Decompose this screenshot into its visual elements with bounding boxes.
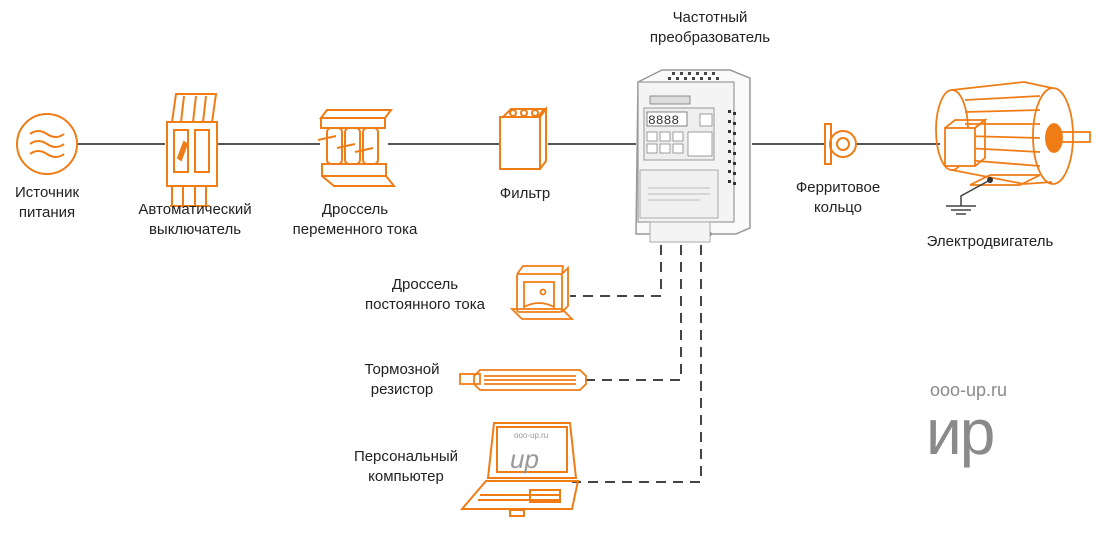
motor-icon bbox=[935, 81, 1091, 186]
label-ferrite-ring: Ферритовое кольцо bbox=[778, 178, 898, 218]
laptop-icon bbox=[459, 422, 580, 517]
label-electric-motor: Электродвигатель bbox=[910, 232, 1070, 252]
label-line: кольцо bbox=[813, 199, 863, 216]
label-dc-reactor: Дроссель постоянного тока bbox=[350, 275, 500, 315]
label-brake-resistor: Тормозной резистор bbox=[352, 360, 452, 400]
label-filter: Фильтр bbox=[480, 184, 570, 204]
frequency-converter-icon: 8888 bbox=[635, 69, 751, 243]
label-line: постоянного тока bbox=[365, 296, 485, 313]
label-line: Дроссель bbox=[391, 276, 459, 293]
dc-reactor-icon bbox=[509, 265, 575, 320]
laptop-screen-logo: ир bbox=[510, 444, 539, 474]
label-circuit-breaker: Автоматический выключатель bbox=[120, 200, 270, 240]
watermark-logo: ир bbox=[926, 396, 995, 468]
label-line: выключатель bbox=[148, 221, 242, 238]
dashed-control-lines bbox=[570, 245, 702, 483]
label-line: питания bbox=[18, 204, 76, 221]
label-power-source: Источник питания bbox=[0, 183, 94, 223]
label-ac-reactor: Дроссель переменного тока bbox=[280, 200, 430, 240]
dashed-line-pc bbox=[572, 245, 702, 483]
brake-resistor-icon bbox=[459, 369, 587, 391]
label-line: резистор bbox=[370, 381, 434, 398]
label-line: Частотный bbox=[672, 9, 748, 26]
ground-icon bbox=[946, 179, 991, 215]
circuit-breaker-icon bbox=[166, 93, 218, 207]
ac-reactor-icon bbox=[317, 109, 397, 187]
label-line: Тормозной bbox=[364, 361, 440, 378]
label-line: Дроссель bbox=[321, 201, 389, 218]
watermark-site: ooo-up.ru bbox=[930, 380, 1008, 400]
label-line: компьютер bbox=[368, 468, 444, 485]
dashed-line-brake-resistor bbox=[583, 245, 682, 381]
label-line: Источник bbox=[14, 184, 80, 201]
dashed-line-dc-reactor bbox=[570, 245, 662, 297]
ac-source-icon bbox=[16, 113, 78, 175]
label-line: Автоматический bbox=[138, 201, 252, 218]
converter-display: 8888 bbox=[648, 113, 679, 128]
filter-icon bbox=[499, 106, 547, 170]
label-line: Электродвигатель bbox=[926, 233, 1054, 250]
label-personal-computer: Персональный компьютер bbox=[336, 447, 476, 487]
ferrite-ring-icon bbox=[824, 123, 857, 165]
label-frequency-converter: Частотный преобразователь bbox=[630, 8, 790, 48]
label-line: Фильтр bbox=[499, 185, 551, 202]
label-line: Ферритовое bbox=[795, 179, 881, 196]
laptop-screen-site: ooo-up.ru bbox=[514, 431, 548, 440]
label-line: преобразователь bbox=[649, 29, 771, 46]
label-line: Персональный bbox=[353, 448, 459, 465]
label-line: переменного тока bbox=[292, 221, 418, 238]
